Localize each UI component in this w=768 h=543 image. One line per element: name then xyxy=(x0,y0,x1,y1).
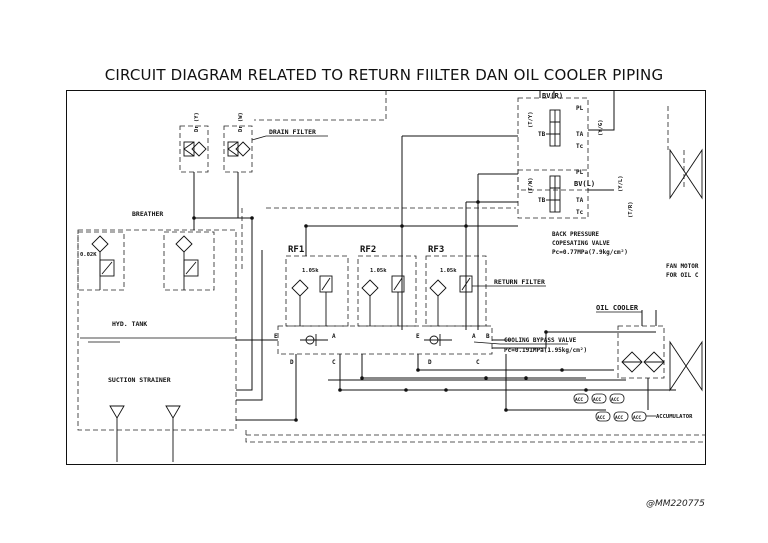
hydraulic-circuit-diagram: DRAIN FILTER Dr (Y) Dr (W) BREATHER 0.02… xyxy=(66,90,706,465)
acc-tag-3: ACC xyxy=(611,397,619,403)
accumulator-group xyxy=(573,393,656,422)
port-d-right: D xyxy=(428,359,432,366)
pipe-label-dr-y: Dr (Y) xyxy=(194,112,200,132)
port-c-left: C xyxy=(332,359,336,366)
breather-filter-left xyxy=(91,235,115,290)
cooling-bypass-pressure: Pc=0.191MPa(1.95kg/cm²) xyxy=(504,347,587,354)
back-pressure-label-1: BACK PRESSURE xyxy=(552,231,599,238)
suction-strainer-symbols xyxy=(109,405,181,462)
port-a-right: A xyxy=(472,333,476,340)
port-tc-r: Tc xyxy=(576,143,584,150)
acc-tag-4: ACC xyxy=(597,415,605,421)
port-d-left: D xyxy=(290,359,294,366)
bv-r-label: BV(R) xyxy=(542,92,563,100)
port-e-right: E xyxy=(416,333,420,340)
diagram-frame xyxy=(66,90,706,465)
credit-watermark: @MM220775 xyxy=(646,499,705,509)
back-pressure-label-3: Pc=0.77MPa(7.9kg/cm²) xyxy=(552,249,628,256)
breather-filter-right xyxy=(175,235,199,290)
cooling-bypass-valves xyxy=(300,334,452,346)
rf1-rating: 1.05k xyxy=(302,268,319,274)
oil-cooler-label: OIL COOLER xyxy=(596,304,639,312)
dashed-boundaries xyxy=(77,90,706,443)
fan-motor-label-2: FOR OIL C xyxy=(666,272,699,279)
port-ta-r: TA xyxy=(576,131,584,138)
page-title: CIRCUIT DIAGRAM RELATED TO RETURN FIILTE… xyxy=(104,66,664,84)
acc-tag-6: ACC xyxy=(633,415,641,421)
rf3-rating: 1.05k xyxy=(440,268,457,274)
accumulator-tags: ACC ACC ACC ACC ACC ACC xyxy=(575,397,641,421)
rf2-label: RF2 xyxy=(360,245,376,255)
accumulator-label: ACCUMULATOR xyxy=(656,414,693,420)
rf2-filter-symbol xyxy=(361,275,405,326)
rf1-label: RF1 xyxy=(288,245,304,255)
rf3-label: RF3 xyxy=(428,245,444,255)
drain-filter-right xyxy=(227,141,251,157)
port-tb-l: TB xyxy=(538,197,546,204)
breather-rating: 0.02K xyxy=(80,252,97,258)
port-e-left: E xyxy=(274,333,278,340)
drain-filter-label: DRAIN FILTER xyxy=(269,128,316,136)
port-pl-r: PL xyxy=(576,105,584,112)
acc-tag-5: ACC xyxy=(615,415,623,421)
fan-motor-label-1: FAN MOTOR xyxy=(666,263,699,270)
port-c-right: C xyxy=(476,359,480,366)
port-b-right: B xyxy=(486,333,490,340)
rf1-filter-symbol xyxy=(291,275,333,326)
rf2-rating: 1.05k xyxy=(370,268,387,274)
port-pl-l: PL xyxy=(576,169,584,176)
bv-port-labels: PL TA Tc TB PL TA Tc TB xyxy=(538,105,584,216)
acc-tag-1: ACC xyxy=(575,397,583,403)
return-filter-label: RETURN FILTER xyxy=(494,278,545,286)
tank-oil-level xyxy=(80,337,236,343)
cooling-bypass-leader xyxy=(473,341,568,345)
pipe-junction-dots xyxy=(192,200,588,422)
pipe-label-t-r: (T/R) xyxy=(628,201,634,218)
oil-cooler-symbol xyxy=(621,351,665,373)
pipe-label-dr-w: Dr (W) xyxy=(238,112,244,132)
fan-icon-top xyxy=(669,148,703,200)
acc-tag-2: ACC xyxy=(593,397,601,403)
suction-strainer-label: SUCTION STRAINER xyxy=(108,376,171,384)
port-tc-l: Tc xyxy=(576,209,584,216)
back-pressure-valve-l xyxy=(546,175,561,213)
port-tb-r: TB xyxy=(538,131,546,138)
drain-filter-leader xyxy=(251,135,328,141)
hyd-tank-label: HYD. TANK xyxy=(112,320,147,328)
pipe-label-t-w: (T/W) xyxy=(528,177,534,194)
back-pressure-valve-r xyxy=(546,109,561,147)
pipe-label-y-g: (Y/G) xyxy=(598,119,604,136)
drain-filter-left xyxy=(183,141,207,157)
breather-label: BREATHER xyxy=(132,210,163,218)
fan-icon-bottom xyxy=(669,340,703,392)
rf3-filter-symbol xyxy=(429,275,473,326)
port-a-left: A xyxy=(332,333,336,340)
pipe-label-t-y: (T/Y) xyxy=(528,111,534,128)
back-pressure-label-2: COPESATING VALVE xyxy=(552,240,610,247)
bv-l-label: BV(L) xyxy=(574,180,595,188)
cooling-bypass-label: COOLING BYPASS VALVE xyxy=(504,337,577,344)
pipe-label-y-l: (Y/L) xyxy=(618,175,624,192)
port-ta-l: TA xyxy=(576,197,584,204)
bypass-port-labels: E A D C E A B D C xyxy=(274,333,490,366)
